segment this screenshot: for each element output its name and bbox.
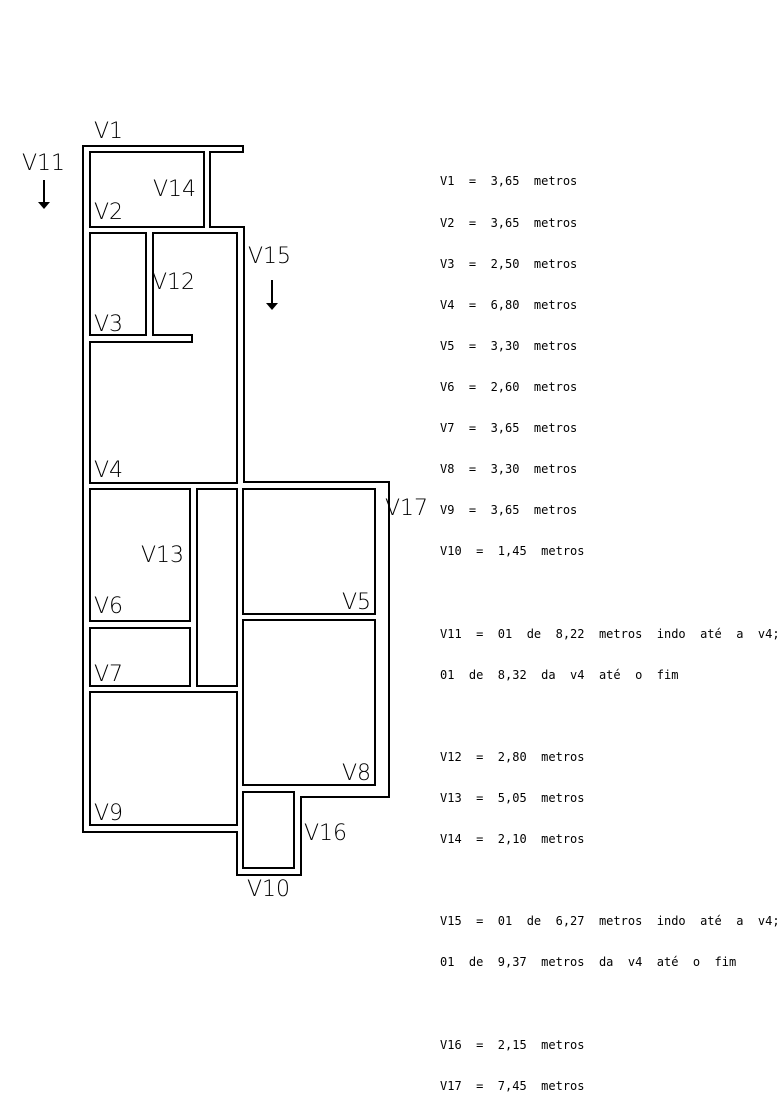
note-line: V5 = 3,30 metros (440, 338, 578, 353)
note-line: V12 = 2,80 metros (440, 749, 585, 764)
label-v8: V8 (342, 761, 371, 786)
floor-plan: V1 V11 V14 V2 V15 V12 V3 V4 V17 V13 V5 V… (22, 119, 428, 902)
label-v17: V17 (385, 496, 428, 521)
note-line: 01 de 9,37 metros da v4 até o fim (440, 955, 737, 970)
note-line: 01 de 8,32 da v4 até o fim (440, 667, 679, 682)
label-v2: V2 (94, 200, 123, 225)
room-v9 (89, 691, 238, 826)
note-line: V8 = 3,30 metros (440, 462, 578, 477)
note-gap (440, 710, 780, 724)
label-v6: V6 (94, 594, 123, 619)
note-line: V10 = 1,45 metros (440, 544, 585, 559)
note-line: V17 = 7,45 metros (440, 1078, 585, 1093)
room-v10 (242, 791, 295, 869)
label-v7: V7 (94, 662, 123, 687)
note-line: V15 = 01 de 6,27 metros indo até a v4; (440, 914, 780, 929)
note-line: V1 = 3,65 metros (440, 174, 578, 189)
note-line: V11 = 01 de 8,22 metros indo até a v4; (440, 626, 780, 641)
note-line: V13 = 5,05 metros (440, 791, 585, 806)
note-gap (440, 998, 780, 1012)
note-gap (440, 874, 780, 888)
room-v5 (242, 488, 376, 615)
note-line: V7 = 3,65 metros (440, 421, 578, 436)
arrow-v15 (266, 280, 278, 310)
label-v16: V16 (304, 821, 347, 846)
note-line: V14 = 2,10 metros (440, 832, 585, 847)
label-v5: V5 (342, 590, 371, 615)
room-v2 (89, 151, 205, 228)
note-line: V2 = 3,65 metros (440, 215, 578, 230)
label-v3: V3 (94, 312, 123, 337)
room-v13-corridor (196, 488, 238, 687)
beam-lengths-notes: V1 = 3,65 metros V2 = 3,65 metros V3 = 2… (440, 148, 780, 1107)
label-v4: V4 (94, 458, 123, 483)
label-v11: V11 (22, 151, 65, 176)
label-v14: V14 (153, 177, 196, 202)
room-v12 (89, 232, 238, 484)
room-v3 (89, 232, 147, 336)
arrow-v11 (38, 180, 50, 209)
note-line: V3 = 2,50 metros (440, 256, 578, 271)
room-v7 (89, 627, 191, 687)
label-v1: V1 (94, 119, 123, 144)
room-v8 (242, 619, 376, 786)
label-v12: V12 (152, 270, 195, 295)
note-line: V6 = 2,60 metros (440, 379, 578, 394)
note-gap (440, 587, 780, 601)
outer-wall (82, 145, 390, 876)
note-line: V4 = 6,80 metros (440, 297, 578, 312)
label-v13: V13 (141, 543, 184, 568)
note-line: V9 = 3,65 metros (440, 503, 578, 518)
label-v15: V15 (248, 244, 291, 269)
label-v10: V10 (247, 877, 290, 902)
note-line: V16 = 2,15 metros (440, 1037, 585, 1052)
room-v6 (89, 488, 191, 622)
label-v9: V9 (94, 801, 123, 826)
